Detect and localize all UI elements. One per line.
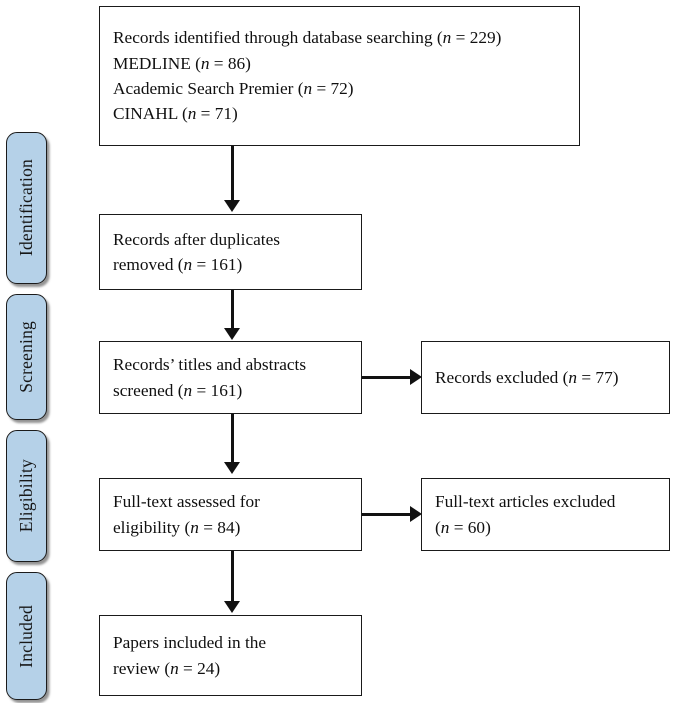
stage-tab-eligibility[interactable]: Eligibility	[6, 430, 47, 562]
box-papers-included-line-2: review (n = 24)	[113, 658, 221, 678]
box-records-identified: Records identified through database sear…	[99, 6, 580, 146]
box-records-identified-line-1: Records identified through database sear…	[113, 28, 502, 48]
box-after-duplicates-line-1: Records after duplicates	[113, 229, 280, 249]
stage-tab-screening-label: Screening	[15, 321, 36, 393]
box-papers-included-line-1: Papers included in the	[113, 633, 267, 653]
arrowhead-screened-to-excluded	[410, 369, 422, 385]
stage-tab-screening[interactable]: Screening	[6, 294, 47, 420]
box-after-duplicates: Records after duplicates removed (n = 16…	[99, 214, 362, 290]
arrowhead-fulltext-to-included	[224, 601, 240, 613]
connector-duplicates-to-screened	[231, 290, 234, 330]
box-records-excluded: Records excluded (n = 77)	[421, 341, 670, 414]
connector-screened-to-excluded	[362, 376, 414, 379]
box-papers-included: Papers included in the review (n = 24)	[99, 615, 362, 696]
arrowhead-identified-to-duplicates	[224, 200, 240, 212]
box-records-identified-line-2: MEDLINE (n = 86)	[113, 53, 251, 73]
stage-tab-identification-label: Identification	[15, 159, 36, 257]
box-screened-line-2: screened (n = 161)	[113, 380, 243, 400]
stage-tab-included-label: Included	[15, 604, 36, 668]
box-records-identified-line-3: Academic Search Premier (n = 72)	[113, 79, 354, 98]
stage-tab-identification[interactable]: Identification	[6, 132, 47, 284]
stage-tab-included[interactable]: Included	[6, 572, 47, 700]
arrowhead-screened-to-fulltext	[224, 462, 240, 474]
box-fulltext-excluded-line-2: (n = 60)	[435, 517, 491, 537]
connector-identified-to-duplicates	[231, 146, 234, 202]
box-records-excluded-line-1: Records excluded (n = 77)	[435, 367, 619, 387]
arrowhead-duplicates-to-screened	[224, 328, 240, 340]
arrowhead-fulltext-to-excluded	[410, 506, 422, 522]
box-fulltext-assessed-line-2: eligibility (n = 84)	[113, 517, 241, 537]
box-fulltext-assessed: Full-text assessed for eligibility (n = …	[99, 478, 362, 551]
connector-fulltext-to-excluded	[362, 513, 414, 516]
box-screened-line-1: Records’ titles and abstracts	[113, 355, 307, 375]
stage-tab-eligibility-label: Eligibility	[15, 459, 36, 533]
box-after-duplicates-line-2: removed (n = 161)	[113, 255, 243, 274]
connector-fulltext-to-included	[231, 551, 234, 603]
connector-screened-to-fulltext	[231, 414, 234, 464]
box-fulltext-excluded-line-1: Full-text articles excluded	[435, 492, 616, 512]
box-fulltext-excluded: Full-text articles excluded (n = 60)	[421, 478, 670, 551]
box-fulltext-assessed-line-1: Full-text assessed for	[113, 492, 260, 512]
box-screened: Records’ titles and abstracts screened (…	[99, 341, 362, 414]
box-records-identified-line-4: CINAHL (n = 71)	[113, 104, 238, 124]
